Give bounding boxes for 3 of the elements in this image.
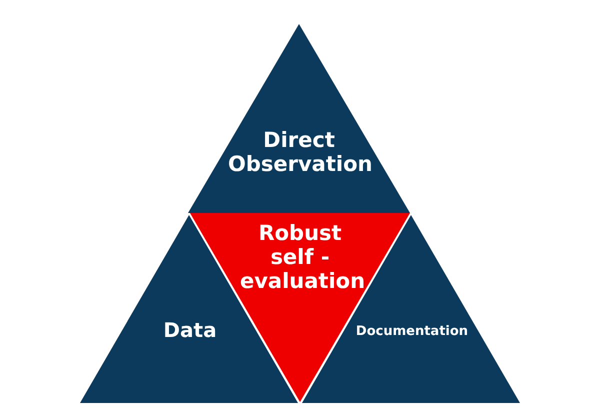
segment-label: Direct Observation [228, 128, 370, 176]
segment-label: Documentation [354, 325, 470, 340]
segment-label: Data [162, 319, 218, 342]
